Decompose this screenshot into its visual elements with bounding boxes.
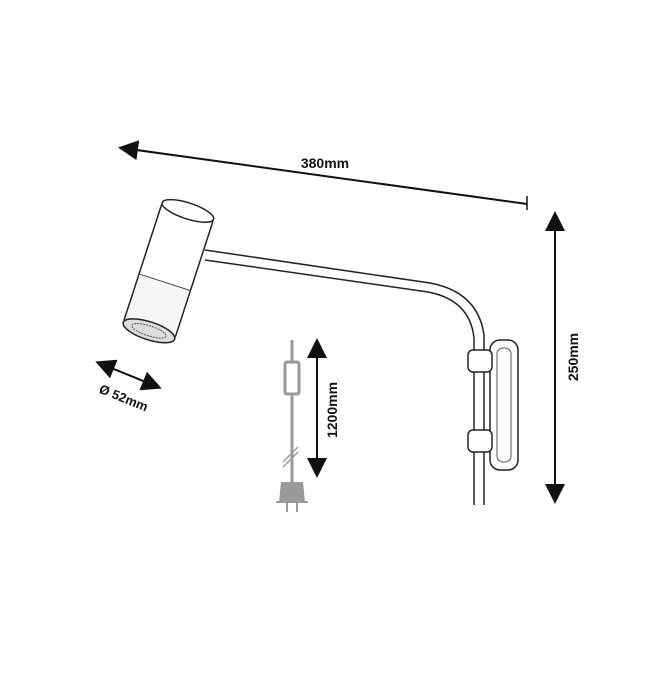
screw-bottom bbox=[467, 429, 493, 453]
cord-label: 1200mm bbox=[324, 382, 340, 438]
height-dimension: 250mm bbox=[545, 211, 581, 504]
height-label: 250mm bbox=[565, 333, 581, 381]
power-cord bbox=[276, 340, 308, 512]
lamp-head bbox=[122, 198, 215, 344]
cord-dimension: 1200mm bbox=[307, 338, 340, 478]
diameter-dimension: Ø 52mm bbox=[95, 359, 162, 414]
plug-icon bbox=[279, 482, 305, 502]
screw-top bbox=[467, 349, 493, 373]
width-dimension: 380mm bbox=[118, 140, 528, 210]
width-label: 380mm bbox=[301, 155, 349, 171]
cord-switch bbox=[283, 360, 301, 396]
lamp-arm bbox=[204, 249, 485, 505]
diameter-label: Ø 52mm bbox=[97, 381, 150, 414]
wall-plate bbox=[467, 339, 519, 471]
